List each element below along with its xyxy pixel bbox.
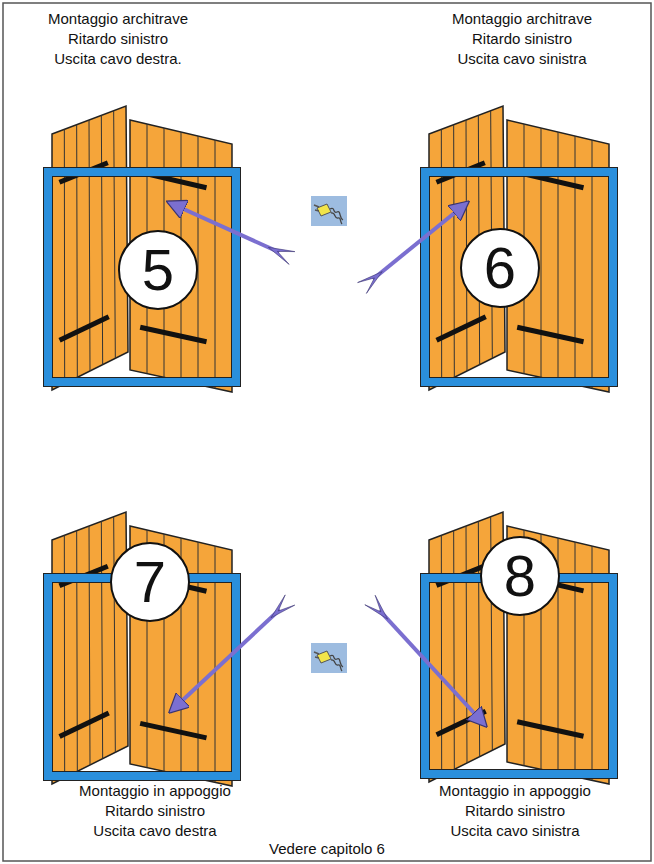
callout-number: 6 [484, 239, 516, 297]
window-illustration [421, 512, 618, 784]
window-frame-outline [44, 168, 241, 387]
pointer-arrow [365, 595, 486, 726]
caption-line: Uscita cavo sinistra [450, 822, 579, 840]
caption-line: Montaggio architrave [48, 10, 188, 28]
caption-line: Uscita cavo destra. [54, 50, 182, 68]
callout-number: 5 [142, 241, 174, 299]
shutter-plank [453, 531, 455, 770]
plug-icon [311, 196, 347, 226]
window-illustration [421, 106, 618, 392]
shutter-plank [114, 111, 116, 359]
caption-line: Montaggio in appoggio [439, 782, 591, 800]
shutter-plank [592, 140, 593, 388]
window-illustration [44, 106, 241, 392]
window-frame-outline [430, 177, 609, 378]
pointer-arrow [170, 595, 295, 712]
hinge [437, 317, 486, 341]
hinge [517, 327, 583, 342]
window-frame-outline [421, 168, 618, 387]
shutter-plank [101, 521, 102, 758]
caption-line: Vedere capitolo 6 [269, 840, 385, 858]
page-border [3, 3, 651, 861]
shutter-plank [441, 535, 442, 775]
window-illustration [44, 512, 241, 786]
callout-number: 7 [134, 553, 166, 611]
shutter-plank [114, 517, 116, 753]
shutter-plank [215, 140, 216, 388]
shutter-plank [64, 535, 65, 777]
caption-line: Montaggio in appoggio [79, 782, 231, 800]
hinge [60, 317, 109, 341]
caption-line: Montaggio architrave [452, 10, 592, 28]
shutter-plank [89, 120, 90, 371]
caption-line: Ritardo sinistro [68, 30, 168, 48]
shutter [52, 512, 128, 784]
caption-line: Uscita cavo sinistra [457, 50, 586, 68]
callout-circle: 8 [480, 536, 560, 616]
callout-circle: 6 [460, 228, 540, 308]
shutter-plank [466, 526, 467, 763]
callout-number: 8 [504, 547, 536, 605]
window-frame-outline [53, 177, 232, 378]
hinge [140, 723, 206, 738]
hinge [517, 722, 583, 737]
window-frame [425, 172, 613, 382]
shutter-plank [89, 526, 90, 765]
caption-line: Ritardo sinistro [465, 802, 565, 820]
caption-line: Ritardo sinistro [105, 802, 205, 820]
shutter-plank [101, 115, 102, 364]
window-frame [48, 172, 236, 382]
shutter-plank [76, 531, 78, 772]
caption-line: Uscita cavo destra [93, 822, 216, 840]
callout-circle: 5 [118, 230, 198, 310]
plug-icon [311, 643, 347, 673]
shutter-plank [541, 128, 542, 377]
shutter-plank [453, 125, 455, 378]
hinge [60, 713, 109, 737]
pointer-arrow [358, 202, 468, 293]
shutter-plank [76, 125, 78, 378]
shutter [52, 106, 128, 390]
caption-line: Ritardo sinistro [472, 30, 572, 48]
hinge [140, 327, 206, 342]
callout-circle: 7 [110, 542, 190, 622]
